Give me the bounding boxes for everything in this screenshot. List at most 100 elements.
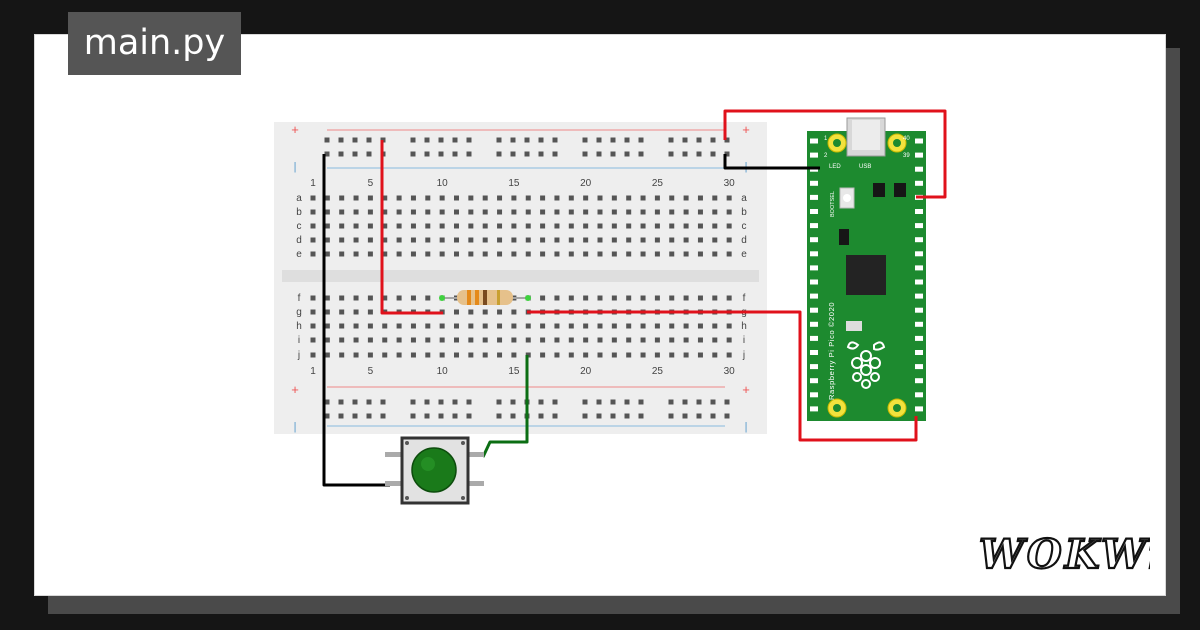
breadboard-hole[interactable] [654,195,660,201]
breadboard-hole[interactable] [669,223,675,229]
breadboard-hole[interactable] [611,337,617,343]
breadboard-hole[interactable] [696,137,702,143]
breadboard-hole[interactable] [482,251,488,257]
breadboard-hole[interactable] [396,295,402,301]
breadboard-hole[interactable] [540,323,546,329]
breadboard-hole[interactable] [669,209,675,215]
breadboard-hole[interactable] [682,413,688,419]
breadboard-hole[interactable] [611,323,617,329]
breadboard-hole[interactable] [468,352,474,358]
breadboard-hole[interactable] [310,337,316,343]
breadboard-hole[interactable] [353,223,359,229]
breadboard-hole[interactable] [410,151,416,157]
breadboard-hole[interactable] [454,195,459,201]
breadboard-hole[interactable] [682,137,688,143]
breadboard-hole[interactable] [510,413,516,419]
pico-pin[interactable] [915,223,923,229]
breadboard-hole[interactable] [454,352,459,358]
pico-pin[interactable] [810,293,818,299]
wire-red-breadboard[interactable] [380,140,443,315]
pico-pin[interactable] [810,265,818,271]
breadboard-hole[interactable] [367,237,373,243]
breadboard-hole[interactable] [654,223,660,229]
breadboard-hole[interactable] [454,209,459,215]
breadboard-hole[interactable] [439,251,445,257]
breadboard-hole[interactable] [525,323,531,329]
breadboard-hole[interactable] [554,295,560,301]
breadboard-hole[interactable] [511,251,517,257]
breadboard-hole[interactable] [382,323,388,329]
breadboard-hole[interactable] [338,151,344,157]
breadboard-hole[interactable] [511,237,517,243]
breadboard-hole[interactable] [582,137,588,143]
breadboard-hole[interactable] [339,337,345,343]
pico-pin[interactable] [810,335,818,341]
breadboard-hole[interactable] [324,251,330,257]
breadboard-hole[interactable] [396,251,402,257]
breadboard-hole[interactable] [683,195,689,201]
breadboard-hole[interactable] [396,195,402,201]
breadboard-hole[interactable] [640,352,646,358]
breadboard-hole[interactable] [382,251,388,257]
breadboard-hole[interactable] [324,323,330,329]
breadboard-hole[interactable] [396,337,402,343]
breadboard-hole[interactable] [597,223,603,229]
breadboard-hole[interactable] [596,151,602,157]
breadboard-hole[interactable] [382,195,388,201]
breadboard-hole[interactable] [452,151,458,157]
breadboard-hole[interactable] [468,209,474,215]
breadboard-hole[interactable] [396,352,402,358]
breadboard-hole[interactable] [597,237,603,243]
breadboard-hole[interactable] [596,137,602,143]
breadboard-hole[interactable] [382,352,388,358]
breadboard-hole[interactable] [510,399,516,405]
pico-pin[interactable] [810,364,818,370]
breadboard-hole[interactable] [568,223,574,229]
breadboard-hole[interactable] [339,352,345,358]
breadboard-hole[interactable] [396,237,402,243]
breadboard-hole[interactable] [482,323,488,329]
breadboard-hole[interactable] [353,209,359,215]
breadboard-hole[interactable] [468,223,474,229]
breadboard-hole[interactable] [425,295,431,301]
breadboard-hole[interactable] [683,352,689,358]
breadboard-hole[interactable] [380,399,386,405]
breadboard-hole[interactable] [610,137,616,143]
pico-pin[interactable] [810,378,818,384]
breadboard-hole[interactable] [497,251,503,257]
wire-red-power[interactable] [723,109,947,199]
breadboard-hole[interactable] [626,223,632,229]
pico-pin[interactable] [915,152,923,158]
breadboard-hole[interactable] [696,151,702,157]
breadboard-hole[interactable] [410,413,416,419]
breadboard-hole[interactable] [696,413,702,419]
breadboard-hole[interactable] [724,137,730,143]
breadboard-hole[interactable] [310,309,316,315]
breadboard-hole[interactable] [712,223,718,229]
breadboard-hole[interactable] [540,223,546,229]
breadboard-hole[interactable] [611,237,617,243]
breadboard-hole[interactable] [683,223,689,229]
breadboard-hole[interactable] [438,137,444,143]
pico-pin[interactable] [810,223,818,229]
breadboard-hole[interactable] [724,151,730,157]
breadboard-hole[interactable] [696,399,702,405]
breadboard-hole[interactable] [596,399,602,405]
breadboard-hole[interactable] [353,237,359,243]
breadboard-hole[interactable] [610,151,616,157]
breadboard-hole[interactable] [654,295,660,301]
breadboard-hole[interactable] [682,399,688,405]
breadboard-hole[interactable] [726,352,732,358]
breadboard-hole[interactable] [524,151,530,157]
breadboard-hole[interactable] [638,399,644,405]
breadboard-hole[interactable] [640,295,646,301]
breadboard-hole[interactable] [454,337,459,343]
breadboard-hole[interactable] [352,399,358,405]
breadboard-hole[interactable] [683,209,689,215]
breadboard-hole[interactable] [538,137,544,143]
breadboard-hole[interactable] [367,352,373,358]
breadboard-hole[interactable] [554,209,560,215]
breadboard-hole[interactable] [482,309,488,315]
breadboard-hole[interactable] [310,195,316,201]
breadboard-hole[interactable] [310,352,316,358]
